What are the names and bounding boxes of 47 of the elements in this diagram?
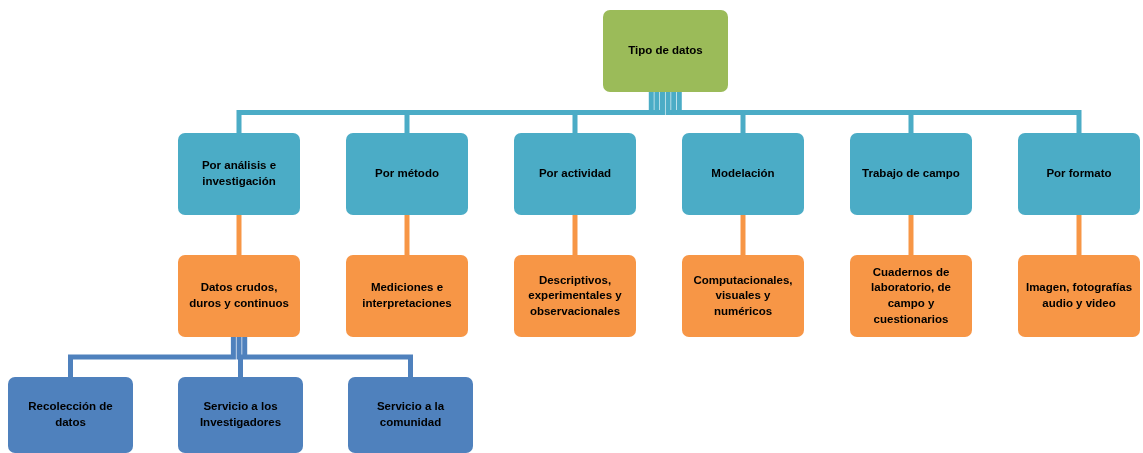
connector-line (404, 92, 660, 133)
category-box (603, 10, 728, 92)
category-box (178, 133, 300, 215)
box-label: Por actividad (538, 166, 612, 182)
box-label: Por formato (1046, 166, 1112, 182)
connector-line (908, 215, 914, 255)
box-label: Computacionales, visuales y numéricos (692, 272, 794, 319)
box-label: Imagen, fotografías audio y video (1024, 280, 1134, 311)
connector-line (1076, 215, 1082, 255)
box-label: Por método (375, 166, 439, 182)
connector-line (236, 215, 242, 255)
connector-line (665, 92, 746, 133)
box-label: Tipo de datos (628, 43, 703, 59)
category-box (346, 133, 468, 215)
connector-line (236, 92, 654, 133)
connector-line (404, 215, 410, 255)
category-box (178, 377, 303, 453)
category-box (682, 255, 804, 337)
connector-line (740, 215, 746, 255)
category-box (850, 255, 972, 337)
category-box (1018, 255, 1140, 337)
box-label: Recolección de datos (27, 399, 114, 430)
connector-line (572, 92, 665, 133)
box-label: Servicio a la comunidad (375, 399, 446, 430)
box-label: Descriptivos, experimentales y observacionales (527, 272, 623, 319)
box-label: Por análisis e investigación (200, 158, 278, 189)
category-box (682, 133, 804, 215)
box-label: Mediciones e interpretaciones (361, 280, 453, 311)
box-label: Trabajo de campo (862, 166, 960, 182)
connector-line (68, 337, 236, 377)
category-box (514, 255, 636, 337)
category-box (850, 133, 972, 215)
box-label: Datos crudos, duros y continuos (188, 280, 290, 311)
category-box (178, 255, 300, 337)
category-box (348, 377, 473, 453)
box-label: Modelación (711, 166, 775, 182)
category-box (346, 255, 468, 337)
connector-line (572, 215, 578, 255)
box-label: Servicio a los Investigadores (198, 399, 283, 430)
category-box (514, 133, 636, 215)
connector-line (676, 92, 1082, 133)
connector-line (671, 92, 914, 133)
connector-line (242, 337, 413, 377)
category-box (1018, 133, 1140, 215)
box-label: Cuadernos de laboratorio, de campo y cuestionarios (870, 264, 952, 327)
category-box (8, 377, 133, 453)
connector-line (236, 337, 243, 377)
